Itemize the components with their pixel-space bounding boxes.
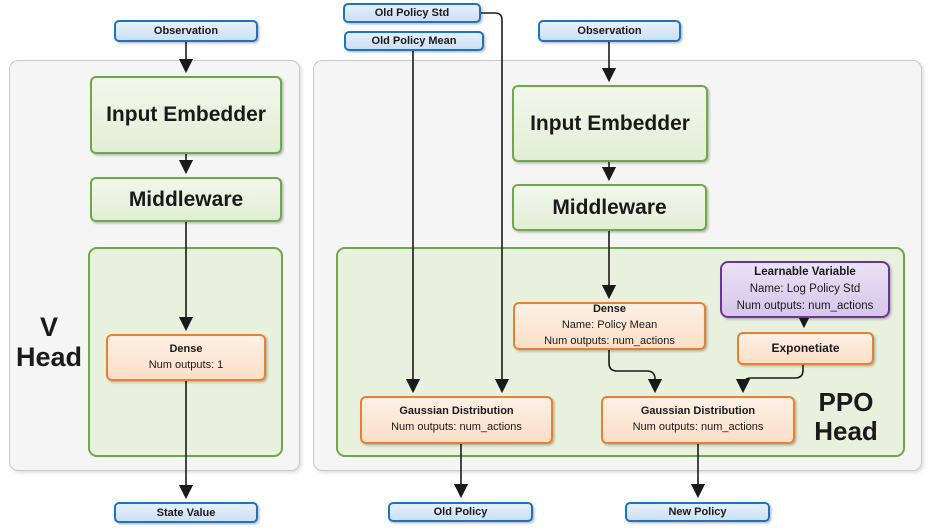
v-head-label: V Head (12, 312, 86, 372)
exponetiate-label: Exponetiate (771, 340, 840, 355)
observation-input-v: Observation (114, 20, 258, 42)
dense-v-num-outputs: Num outputs: 1 (148, 358, 224, 371)
middleware-ppo-label: Middleware (552, 195, 667, 219)
ppo-head-label-line1: PPO (818, 387, 874, 417)
dense-ppo-title: Dense (592, 303, 627, 316)
ppo-head-label-line2: Head (814, 416, 878, 447)
old-policy-output: Old Policy (388, 502, 533, 522)
connector-old-policy-std-to-gaussian-old (481, 12, 510, 394)
connector-dense-to-gaussian-new (608, 350, 663, 394)
learnable-variable-title: Learnable Variable (754, 265, 856, 278)
old-policy-mean-label: Old Policy Mean (371, 35, 457, 47)
input-embedder-ppo-label: Input Embedder (530, 111, 690, 135)
dense-box-v: Dense Num outputs: 1 (106, 334, 266, 381)
dense-policy-mean-box: Dense Name: Policy Mean Num outputs: num… (513, 302, 706, 350)
state-value-output: State Value (114, 502, 258, 523)
learnable-variable-name: Name: Log Policy Std (749, 282, 861, 295)
dense-ppo-name: Name: Policy Mean (561, 319, 658, 332)
dense-v-title: Dense (169, 342, 203, 355)
input-embedder-v-label: Input Embedder (106, 103, 266, 126)
gaussian-distribution-new-box: Gaussian Distribution Num outputs: num_a… (601, 396, 795, 444)
ppo-head-label: PPO Head (805, 387, 887, 447)
middleware-box-v: Middleware (90, 177, 282, 222)
input-embedder-box-v: Input Embedder (90, 76, 282, 154)
v-head-label-line2: Head (15, 342, 83, 373)
gaussian-old-num-outputs: Num outputs: num_actions (391, 421, 522, 433)
dense-ppo-num-outputs: Num outputs: num_actions (544, 334, 675, 347)
learnable-variable-num-outputs: Num outputs: num_actions (736, 300, 874, 313)
gaussian-new-num-outputs: Num outputs: num_actions (632, 421, 764, 433)
new-policy-output-label: New Policy (668, 506, 727, 518)
v-head-label-line1: V (39, 312, 58, 342)
exponetiate-box: Exponetiate (737, 332, 874, 365)
gaussian-distribution-old-box: Gaussian Distribution Num outputs: num_a… (360, 396, 553, 444)
gaussian-old-title: Gaussian Distribution (399, 405, 514, 418)
gaussian-new-title: Gaussian Distribution (640, 405, 756, 418)
old-policy-std-input: Old Policy Std (343, 3, 481, 23)
old-policy-mean-input: Old Policy Mean (344, 31, 484, 51)
observation-input-ppo: Observation (538, 20, 681, 42)
observation-v-label: Observation (153, 25, 219, 37)
middleware-v-label: Middleware (128, 187, 244, 211)
connector-exponetiate-to-gaussian-new (735, 365, 804, 394)
new-policy-output: New Policy (625, 502, 770, 522)
middleware-box-ppo: Middleware (512, 184, 707, 231)
input-embedder-box-ppo: Input Embedder (512, 85, 708, 162)
old-policy-output-label: Old Policy (433, 506, 488, 518)
learnable-variable-box: Learnable Variable Name: Log Policy Std … (720, 261, 890, 318)
state-value-label: State Value (156, 506, 216, 519)
old-policy-std-label: Old Policy Std (374, 7, 450, 19)
observation-ppo-label: Observation (577, 25, 642, 37)
